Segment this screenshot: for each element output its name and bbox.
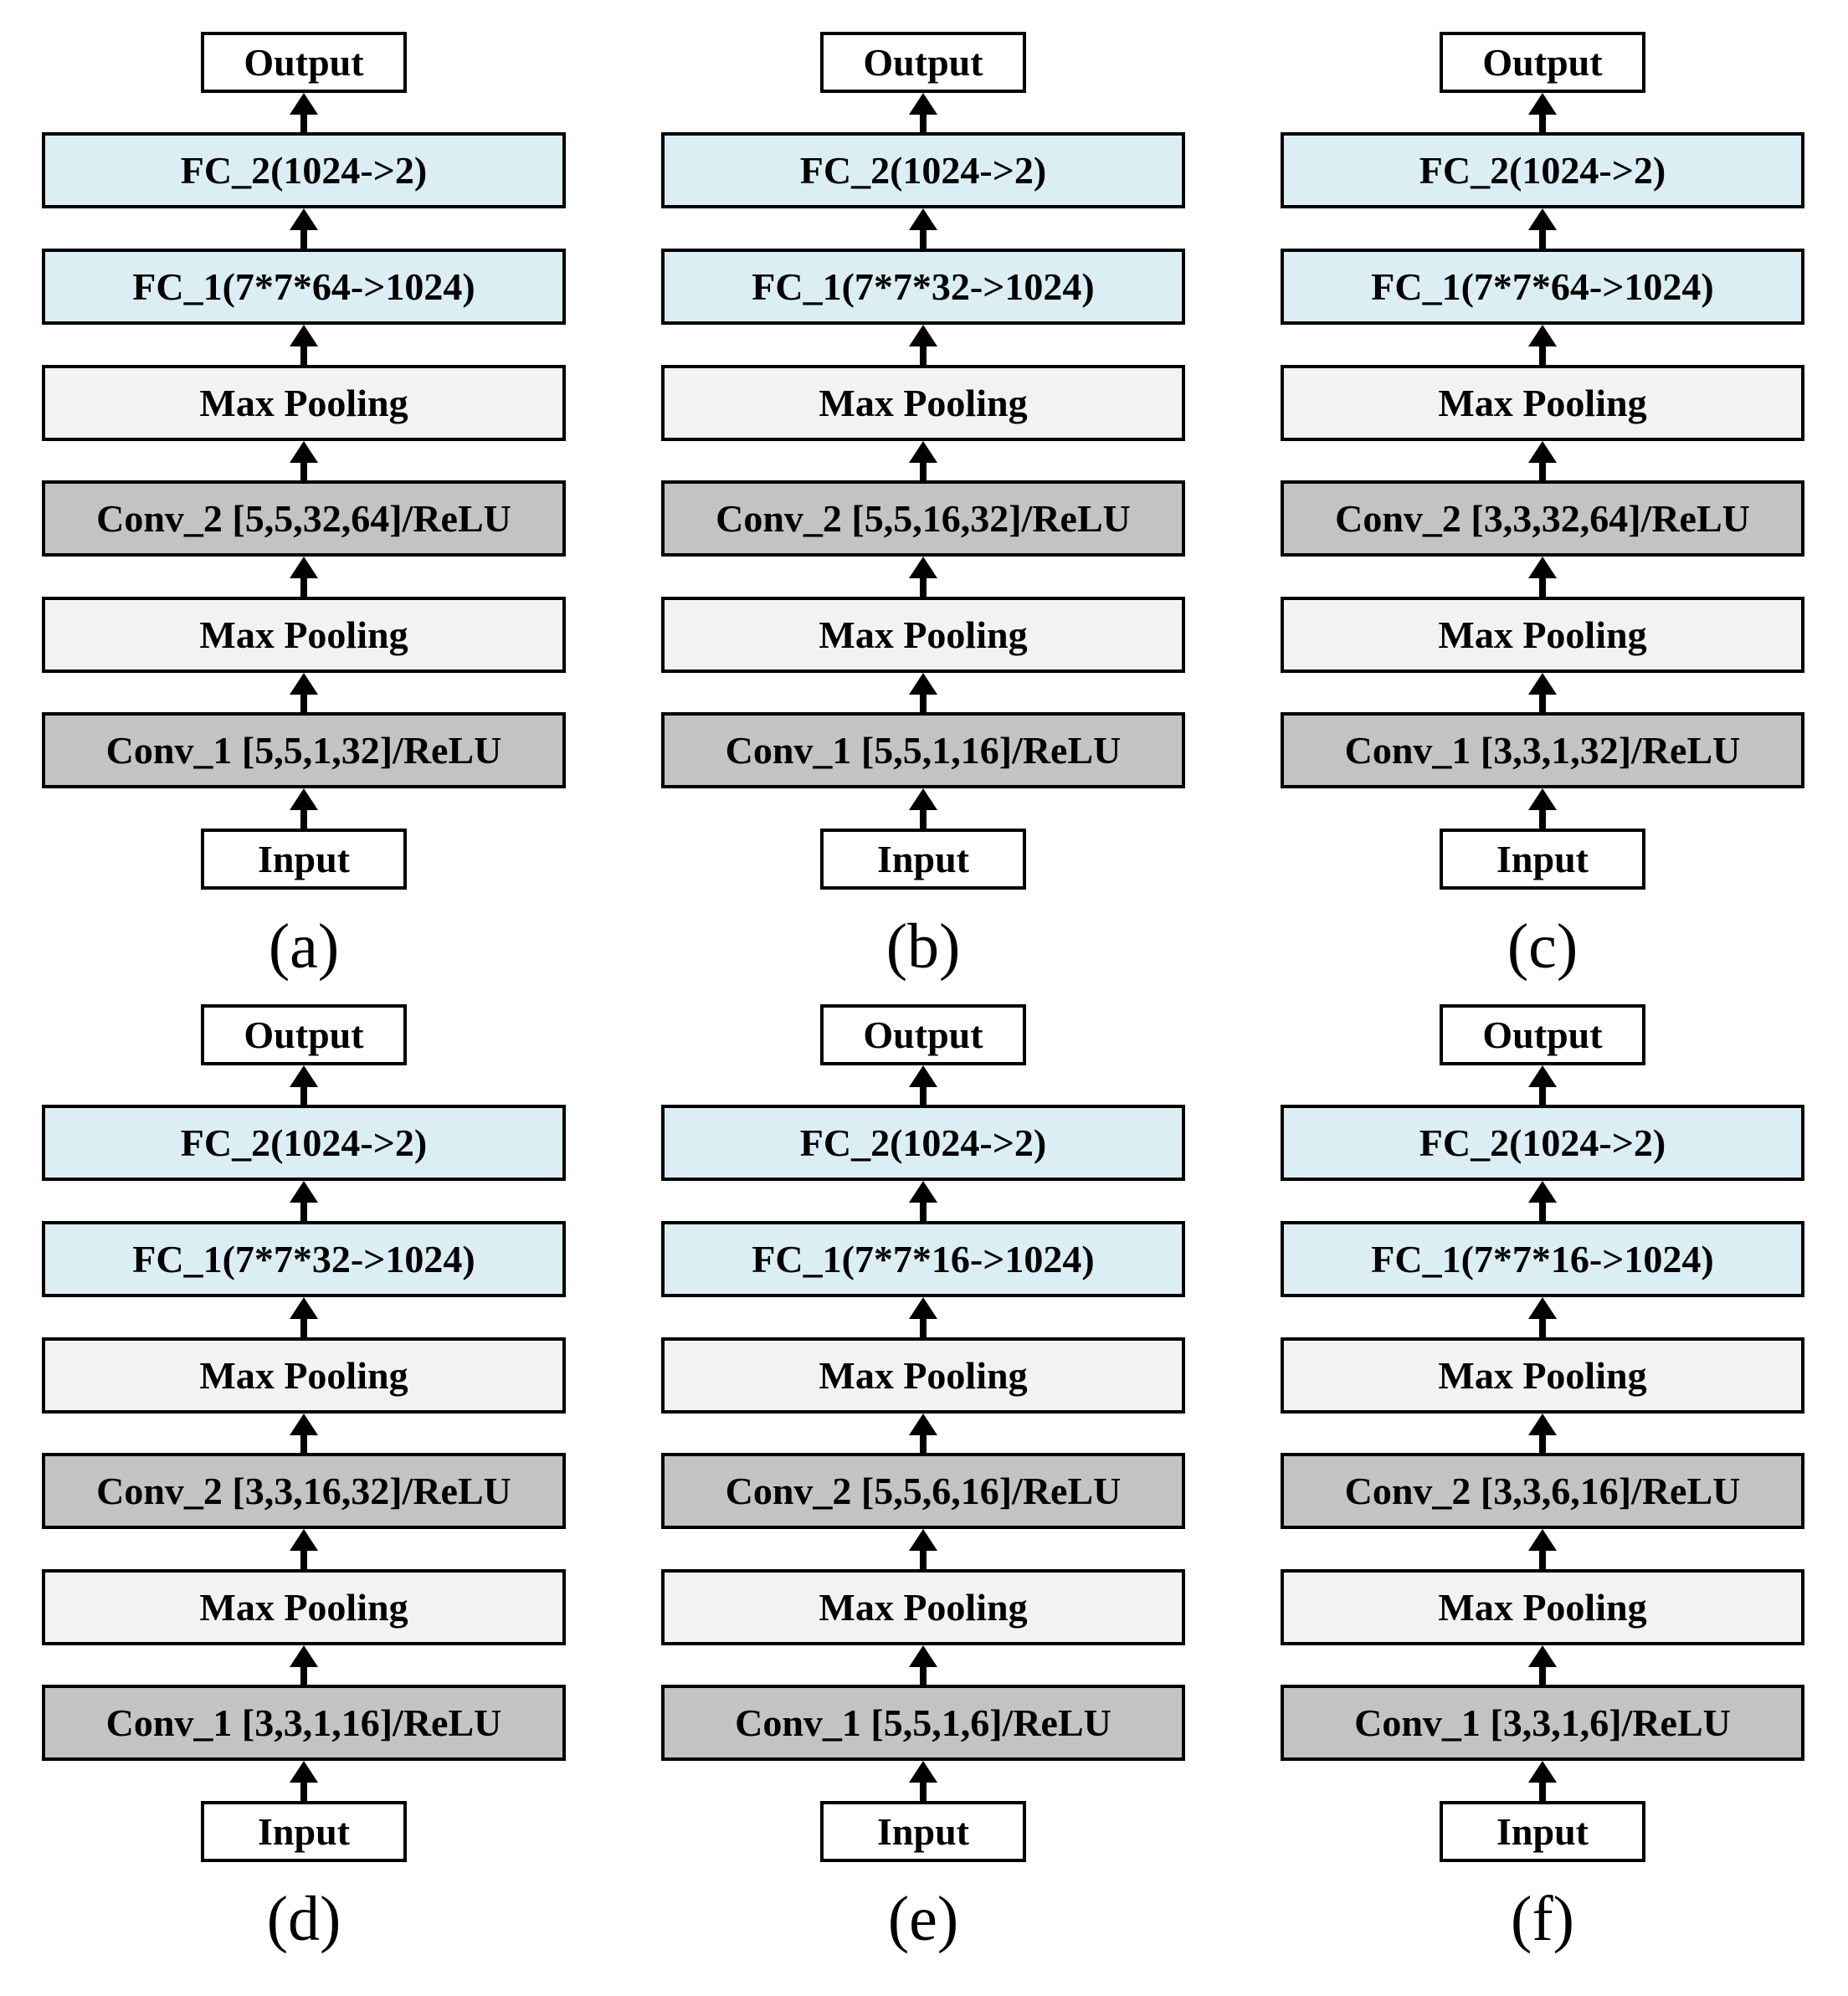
conv1-layer-box: Conv_1 [3,3,1,32]/ReLU <box>1281 712 1804 788</box>
output-layer-box: Output <box>201 1004 407 1065</box>
flow-arrow <box>287 208 321 249</box>
flow-arrow <box>1526 208 1559 249</box>
input-layer-box: Input <box>201 1801 407 1862</box>
flow-arrow <box>287 1065 321 1105</box>
flow-arrow <box>906 788 940 829</box>
flow-arrow <box>287 441 321 480</box>
flow-arrow <box>287 1181 321 1221</box>
pool1-layer-box: Max Pooling <box>42 1569 566 1645</box>
flow-arrow <box>906 1414 940 1453</box>
pool2-layer-box: Max Pooling <box>1281 365 1804 441</box>
conv1-layer-box: Conv_1 [5,5,1,16]/ReLU <box>661 712 1185 788</box>
output-layer-box: Output <box>201 32 407 93</box>
panel-caption: (a) <box>268 911 340 982</box>
panel-caption: (d) <box>266 1884 341 1954</box>
flow-arrow <box>906 1065 940 1105</box>
flow-arrow <box>287 1645 321 1685</box>
conv2-layer-box: Conv_2 [5,5,16,32]/ReLU <box>661 480 1185 557</box>
input-layer-box: Input <box>201 829 407 890</box>
pool2-layer-box: Max Pooling <box>661 365 1185 441</box>
flow-arrow <box>906 557 940 597</box>
fc1-layer-box: FC_1(7*7*64->1024) <box>42 249 566 325</box>
flow-arrow <box>287 557 321 597</box>
pool1-layer-box: Max Pooling <box>661 1569 1185 1645</box>
pool2-layer-box: Max Pooling <box>661 1337 1185 1414</box>
flow-arrow <box>1526 325 1559 365</box>
flow-arrow <box>906 441 940 480</box>
panel-caption: (c) <box>1507 911 1578 982</box>
flow-arrow <box>906 93 940 132</box>
conv1-layer-box: Conv_1 [5,5,1,6]/ReLU <box>661 1685 1185 1761</box>
pool2-layer-box: Max Pooling <box>1281 1337 1804 1414</box>
flow-arrow <box>287 1761 321 1801</box>
input-layer-box: Input <box>820 829 1026 890</box>
fc1-layer-box: FC_1(7*7*64->1024) <box>1281 249 1804 325</box>
output-layer-box: Output <box>1440 32 1645 93</box>
conv1-layer-box: Conv_1 [5,5,1,32]/ReLU <box>42 712 566 788</box>
flow-arrow <box>1526 1065 1559 1105</box>
flow-arrow <box>1526 1645 1559 1685</box>
pool1-layer-box: Max Pooling <box>1281 597 1804 673</box>
pool1-layer-box: Max Pooling <box>661 597 1185 673</box>
flow-arrow <box>287 673 321 712</box>
flow-arrow <box>287 788 321 829</box>
fc1-layer-box: FC_1(7*7*16->1024) <box>1281 1221 1804 1297</box>
flow-arrow <box>287 1414 321 1453</box>
pool2-layer-box: Max Pooling <box>42 365 566 441</box>
conv2-layer-box: Conv_2 [5,5,32,64]/ReLU <box>42 480 566 557</box>
pool1-layer-box: Max Pooling <box>42 597 566 673</box>
flow-arrow <box>1526 788 1559 829</box>
flow-arrow <box>1526 1529 1559 1569</box>
flow-arrow <box>1526 1297 1559 1337</box>
fc2-layer-box: FC_2(1024->2) <box>42 1105 566 1181</box>
panel-caption: (b) <box>886 911 961 982</box>
input-layer-box: Input <box>1440 1801 1645 1862</box>
output-layer-box: Output <box>1440 1004 1645 1065</box>
flow-arrow <box>1526 441 1559 480</box>
flow-arrow <box>906 1181 940 1221</box>
panel-caption: (e) <box>887 1884 959 1954</box>
pool2-layer-box: Max Pooling <box>42 1337 566 1414</box>
panel-caption: (f) <box>1511 1884 1574 1954</box>
flow-arrow <box>906 1297 940 1337</box>
fc2-layer-box: FC_2(1024->2) <box>42 132 566 208</box>
flow-arrow <box>287 1529 321 1569</box>
conv2-layer-box: Conv_2 [3,3,16,32]/ReLU <box>42 1453 566 1529</box>
conv2-layer-box: Conv_2 [5,5,6,16]/ReLU <box>661 1453 1185 1529</box>
input-layer-box: Input <box>820 1801 1026 1862</box>
flow-arrow <box>906 208 940 249</box>
flow-arrow <box>1526 1414 1559 1453</box>
output-layer-box: Output <box>820 32 1026 93</box>
flow-arrow <box>1526 1761 1559 1801</box>
flow-arrow <box>906 1529 940 1569</box>
fc1-layer-box: FC_1(7*7*16->1024) <box>661 1221 1185 1297</box>
fc2-layer-box: FC_2(1024->2) <box>661 132 1185 208</box>
flow-arrow <box>906 673 940 712</box>
flow-arrow <box>287 93 321 132</box>
flow-arrow <box>906 1645 940 1685</box>
conv2-layer-box: Conv_2 [3,3,6,16]/ReLU <box>1281 1453 1804 1529</box>
pool1-layer-box: Max Pooling <box>1281 1569 1804 1645</box>
flow-arrow <box>1526 1181 1559 1221</box>
flow-arrow <box>906 325 940 365</box>
fc1-layer-box: FC_1(7*7*32->1024) <box>661 249 1185 325</box>
fc1-layer-box: FC_1(7*7*32->1024) <box>42 1221 566 1297</box>
flow-arrow <box>906 1761 940 1801</box>
output-layer-box: Output <box>820 1004 1026 1065</box>
fc2-layer-box: FC_2(1024->2) <box>1281 132 1804 208</box>
conv1-layer-box: Conv_1 [3,3,1,16]/ReLU <box>42 1685 566 1761</box>
conv1-layer-box: Conv_1 [3,3,1,6]/ReLU <box>1281 1685 1804 1761</box>
flow-arrow <box>1526 93 1559 132</box>
flow-arrow <box>287 325 321 365</box>
flow-arrow <box>287 1297 321 1337</box>
conv2-layer-box: Conv_2 [3,3,32,64]/ReLU <box>1281 480 1804 557</box>
flow-arrow <box>1526 557 1559 597</box>
fc2-layer-box: FC_2(1024->2) <box>661 1105 1185 1181</box>
flow-arrow <box>1526 673 1559 712</box>
input-layer-box: Input <box>1440 829 1645 890</box>
fc2-layer-box: FC_2(1024->2) <box>1281 1105 1804 1181</box>
